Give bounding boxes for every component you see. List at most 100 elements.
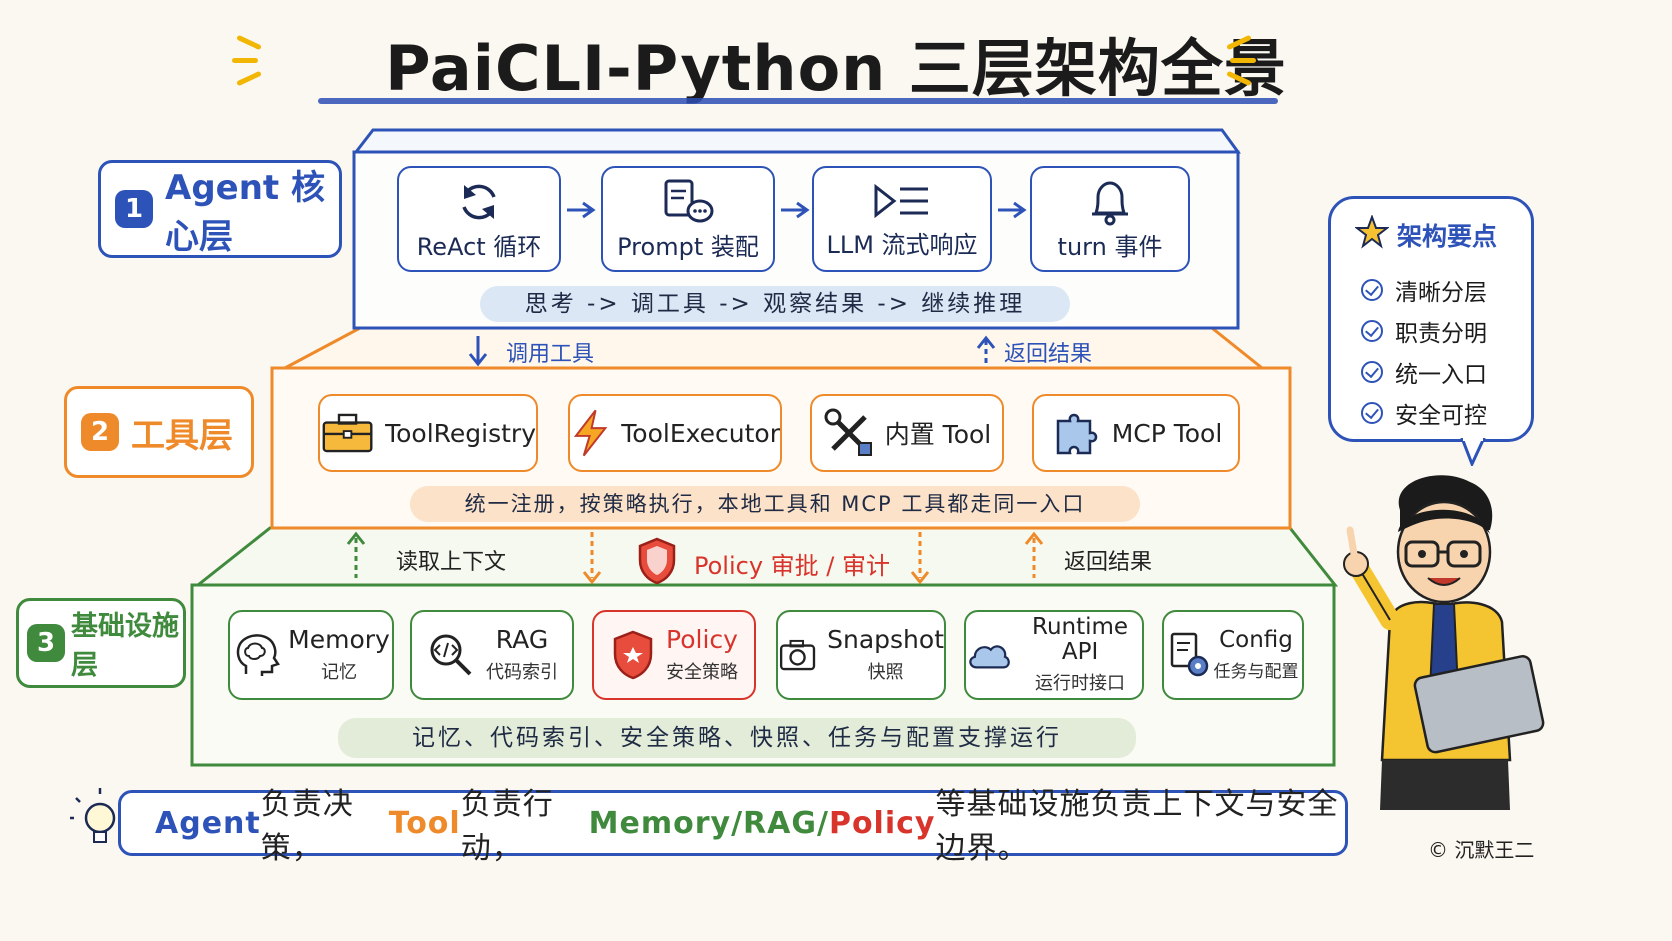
card-prompt-assembly: Prompt 装配 <box>601 166 775 272</box>
card-tool-registry: ToolRegistry <box>318 394 538 472</box>
check-circle-icon <box>1361 402 1383 424</box>
card-label: ReAct 循环 <box>416 232 542 261</box>
card-sublabel: 快照 <box>867 661 904 683</box>
summary-bar: Agent 负责决策， Tool 负责行动， Memory/RAG/ Polic… <box>118 787 1348 866</box>
card-label: turn 事件 <box>1057 232 1163 261</box>
card-label: 内置 Tool <box>884 420 992 449</box>
card-sublabel: 记忆 <box>321 661 357 683</box>
summary-agent-role: 负责决策， <box>260 787 354 866</box>
star-icon <box>1355 215 1389 249</box>
arrow-down-icon <box>582 532 602 585</box>
card-label: ToolRegistry <box>385 418 536 448</box>
card-sublabel: 安全策略 <box>666 661 738 683</box>
card-rag: RAG 代码索引 <box>410 610 574 700</box>
shield-icon <box>638 537 676 585</box>
presenter-illustration <box>1343 475 1545 810</box>
summary-infra-role: 等基础设施负责上下文与安全边界。 <box>935 787 1339 866</box>
title-underline <box>318 98 1278 104</box>
infra-flow-band: 记忆、代码索引、安全策略、快照、任务与配置支撑运行 <box>338 718 1136 758</box>
return-result-label: 返回结果 <box>1004 342 1093 367</box>
tool-layer-label: 2 工具层 <box>64 386 254 478</box>
card-label: MCP Tool <box>1111 418 1223 448</box>
arrow-right-icon <box>998 201 1027 219</box>
key-point-item: 清晰分层 <box>1361 273 1487 307</box>
key-point-item: 统一入口 <box>1361 355 1487 389</box>
layer-number-badge: 1 <box>115 190 153 228</box>
key-point-text: 清晰分层 <box>1395 280 1487 306</box>
code-search-icon <box>430 634 472 676</box>
arrow-up-icon <box>1024 531 1044 578</box>
arrow-right-icon <box>567 201 596 219</box>
refresh-cycle-icon <box>462 184 496 219</box>
arrow-right-icon <box>781 201 810 219</box>
summary-tool: Tool <box>388 805 461 841</box>
layer-number-badge: 2 <box>81 413 119 451</box>
tool-flow-band: 统一注册，按策略执行，本地工具和 MCP 工具都走同一入口 <box>410 486 1140 522</box>
card-label: Runtime API <box>1032 613 1129 665</box>
arrow-down-icon <box>910 532 930 585</box>
callout-tail <box>1460 438 1486 466</box>
agent-layer-label: 1 Agent 核心层 <box>98 160 342 258</box>
layer-number-badge: 3 <box>27 624 65 662</box>
config-gear-icon <box>1170 632 1208 677</box>
card-llm-streaming: LLM 流式响应 <box>812 166 992 272</box>
card-memory: Memory 记忆 <box>228 610 394 700</box>
arrow-up-icon <box>976 335 996 366</box>
key-point-item: 职责分明 <box>1361 314 1487 348</box>
play-list-icon <box>874 183 928 218</box>
return-result-label: 返回结果 <box>1064 550 1153 575</box>
puzzle-icon <box>1056 413 1097 455</box>
key-points-title: 架构要点 <box>1397 222 1498 251</box>
shield-icon <box>613 630 653 680</box>
card-label: Config <box>1219 626 1293 653</box>
card-runtime-api: Runtime API 运行时接口 <box>964 610 1144 700</box>
wrench-screwdriver-icon <box>824 408 872 456</box>
arrow-up-icon <box>346 531 366 578</box>
spark-decoration <box>232 58 258 63</box>
card-label: RAG <box>495 625 549 655</box>
card-mcp-tool: MCP Tool <box>1032 394 1240 472</box>
card-turn-event: turn 事件 <box>1030 166 1190 272</box>
card-builtin-tool: 内置 Tool <box>810 394 1004 472</box>
card-sublabel: 任务与配置 <box>1213 662 1299 683</box>
agent-layer-title: Agent 核心层 <box>165 168 326 257</box>
card-config: Config 任务与配置 <box>1162 610 1304 700</box>
card-policy: Policy 安全策略 <box>592 610 756 700</box>
camera-icon <box>779 639 816 671</box>
call-tool-label: 调用工具 <box>506 342 595 367</box>
bell-icon <box>1092 180 1128 225</box>
card-label: LLM 流式响应 <box>826 230 978 259</box>
check-circle-icon <box>1361 320 1383 342</box>
agent-flow-band: 思考 -> 调工具 -> 观察结果 -> 继续推理 <box>480 286 1070 322</box>
policy-review-label: Policy 审批 / 审计 <box>694 552 891 580</box>
tool-layer-title: 工具层 <box>131 415 233 456</box>
key-point-item: 安全可控 <box>1361 396 1487 430</box>
key-point-text: 安全可控 <box>1395 403 1487 429</box>
toolbox-icon <box>322 413 373 453</box>
key-point-text: 统一入口 <box>1395 362 1487 388</box>
check-circle-icon <box>1361 361 1383 383</box>
key-point-text: 职责分明 <box>1395 321 1487 347</box>
card-tool-executor: ToolExecutor <box>568 394 782 472</box>
key-points-callout: 架构要点 清晰分层 职责分明 统一入口 安全可控 <box>1328 196 1534 442</box>
card-sublabel: 代码索引 <box>486 661 558 683</box>
card-react-loop: ReAct 循环 <box>397 166 561 272</box>
summary-memory-rag: Memory/RAG/ <box>588 805 829 841</box>
infra-layer-label: 3 基础设施层 <box>16 598 186 688</box>
card-label: Snapshot <box>827 625 944 655</box>
summary-policy: Policy <box>828 805 936 841</box>
spark-decoration <box>1230 58 1256 63</box>
document-chat-icon <box>664 179 714 222</box>
card-snapshot: Snapshot 快照 <box>776 610 946 700</box>
card-label: Prompt 装配 <box>617 232 759 261</box>
card-sublabel: 运行时接口 <box>1035 673 1126 695</box>
summary-tool-role: 负责行动， <box>460 787 554 866</box>
page-title: PaiCLI-Python 三层架构全景 <box>385 32 1287 105</box>
check-circle-icon <box>1361 279 1383 301</box>
summary-agent: Agent <box>155 805 261 841</box>
infra-layer-title: 基础设施层 <box>71 611 179 681</box>
arrow-down-icon <box>468 336 488 367</box>
cloud-icon <box>969 645 1010 669</box>
read-context-label: 读取上下文 <box>396 550 507 575</box>
card-label: Memory <box>288 625 390 655</box>
